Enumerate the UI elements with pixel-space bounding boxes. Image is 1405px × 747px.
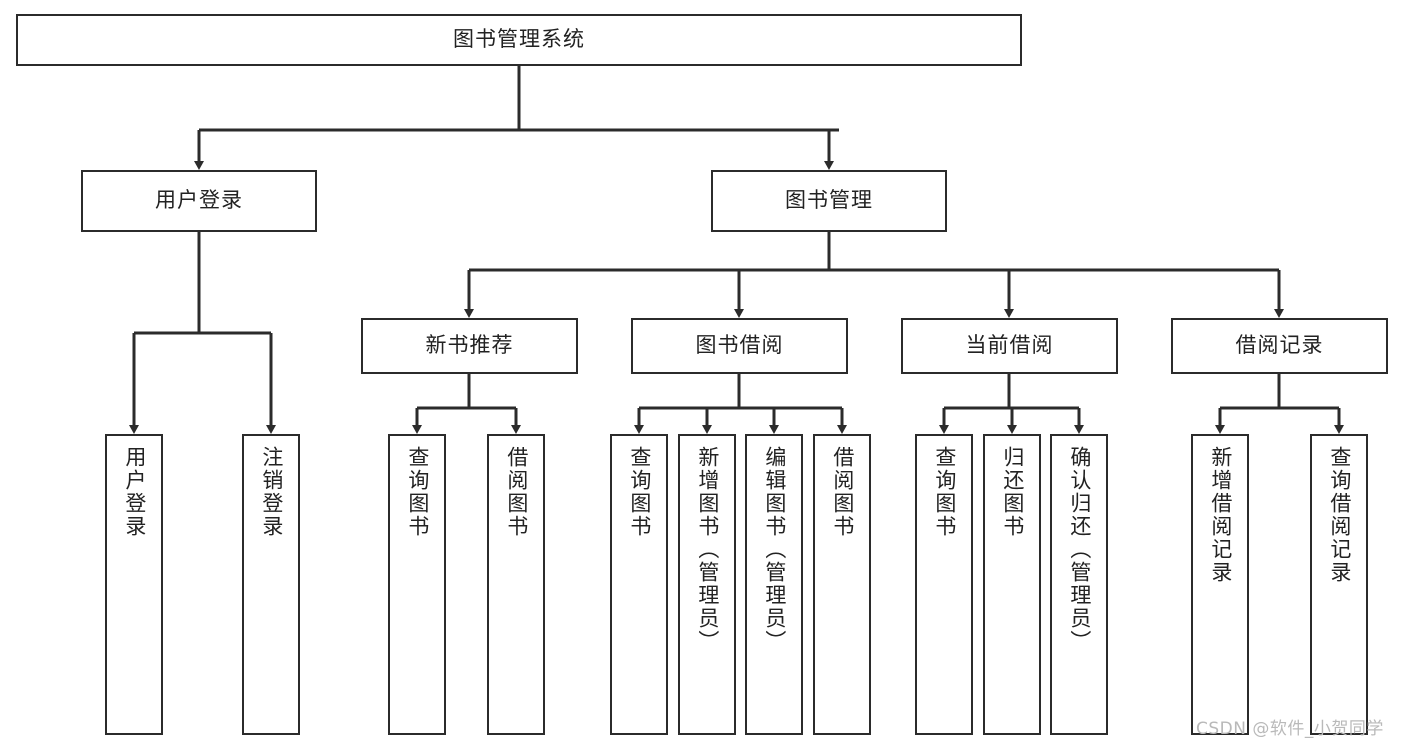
node-leaf-query-record-label: 查询借阅记录 bbox=[1327, 446, 1352, 584]
node-new-book-recommend[interactable]: 新书推荐 bbox=[361, 318, 578, 374]
node-root-label: 图书管理系统 bbox=[453, 27, 585, 52]
node-leaf-add-record[interactable]: 新增借阅记录 bbox=[1191, 434, 1249, 735]
node-user-login-label: 用户登录 bbox=[155, 188, 243, 213]
node-leaf-user-login[interactable]: 用户登录 bbox=[105, 434, 163, 735]
node-leaf-borrow-book-2-label: 借阅图书 bbox=[830, 446, 855, 538]
node-book-borrow[interactable]: 图书借阅 bbox=[631, 318, 848, 374]
node-leaf-user-logout[interactable]: 注销登录 bbox=[242, 434, 300, 735]
node-leaf-borrow-book-1[interactable]: 借阅图书 bbox=[487, 434, 545, 735]
node-leaf-add-record-label: 新增借阅记录 bbox=[1208, 446, 1233, 584]
node-leaf-user-login-label: 用户登录 bbox=[122, 446, 147, 538]
node-leaf-query-record[interactable]: 查询借阅记录 bbox=[1310, 434, 1368, 735]
node-leaf-edit-book-label: 编辑图书（管理员） bbox=[762, 446, 787, 653]
node-borrow-record[interactable]: 借阅记录 bbox=[1171, 318, 1388, 374]
node-leaf-query-book-1[interactable]: 查询图书 bbox=[388, 434, 446, 735]
node-user-login[interactable]: 用户登录 bbox=[81, 170, 317, 232]
node-new-book-recommend-label: 新书推荐 bbox=[425, 333, 514, 358]
node-book-borrow-label: 图书借阅 bbox=[695, 333, 784, 358]
node-leaf-confirm-return-label: 确认归还（管理员） bbox=[1067, 446, 1092, 653]
node-leaf-query-book-3-label: 查询图书 bbox=[932, 446, 957, 538]
node-borrow-record-label: 借阅记录 bbox=[1235, 333, 1324, 358]
node-leaf-borrow-book-1-label: 借阅图书 bbox=[504, 446, 529, 538]
node-leaf-return-book-label: 归还图书 bbox=[1000, 446, 1025, 538]
node-leaf-add-book[interactable]: 新增图书（管理员） bbox=[678, 434, 736, 735]
node-leaf-query-book-2[interactable]: 查询图书 bbox=[610, 434, 668, 735]
node-root-system[interactable]: 图书管理系统 bbox=[16, 14, 1022, 66]
node-current-borrow-label: 当前借阅 bbox=[965, 333, 1054, 358]
node-leaf-user-logout-label: 注销登录 bbox=[259, 446, 284, 538]
node-leaf-query-book-1-label: 查询图书 bbox=[405, 446, 430, 538]
node-book-manage-label: 图书管理 bbox=[785, 188, 873, 213]
node-book-manage[interactable]: 图书管理 bbox=[711, 170, 947, 232]
node-leaf-query-book-2-label: 查询图书 bbox=[627, 446, 652, 538]
node-leaf-borrow-book-2[interactable]: 借阅图书 bbox=[813, 434, 871, 735]
node-current-borrow[interactable]: 当前借阅 bbox=[901, 318, 1118, 374]
node-leaf-confirm-return[interactable]: 确认归还（管理员） bbox=[1050, 434, 1108, 735]
node-leaf-add-book-label: 新增图书（管理员） bbox=[695, 446, 720, 653]
csdn-watermark: CSDN @软件_小贺同学 bbox=[1196, 719, 1384, 739]
node-leaf-query-book-3[interactable]: 查询图书 bbox=[915, 434, 973, 735]
node-leaf-edit-book[interactable]: 编辑图书（管理员） bbox=[745, 434, 803, 735]
node-leaf-return-book[interactable]: 归还图书 bbox=[983, 434, 1041, 735]
